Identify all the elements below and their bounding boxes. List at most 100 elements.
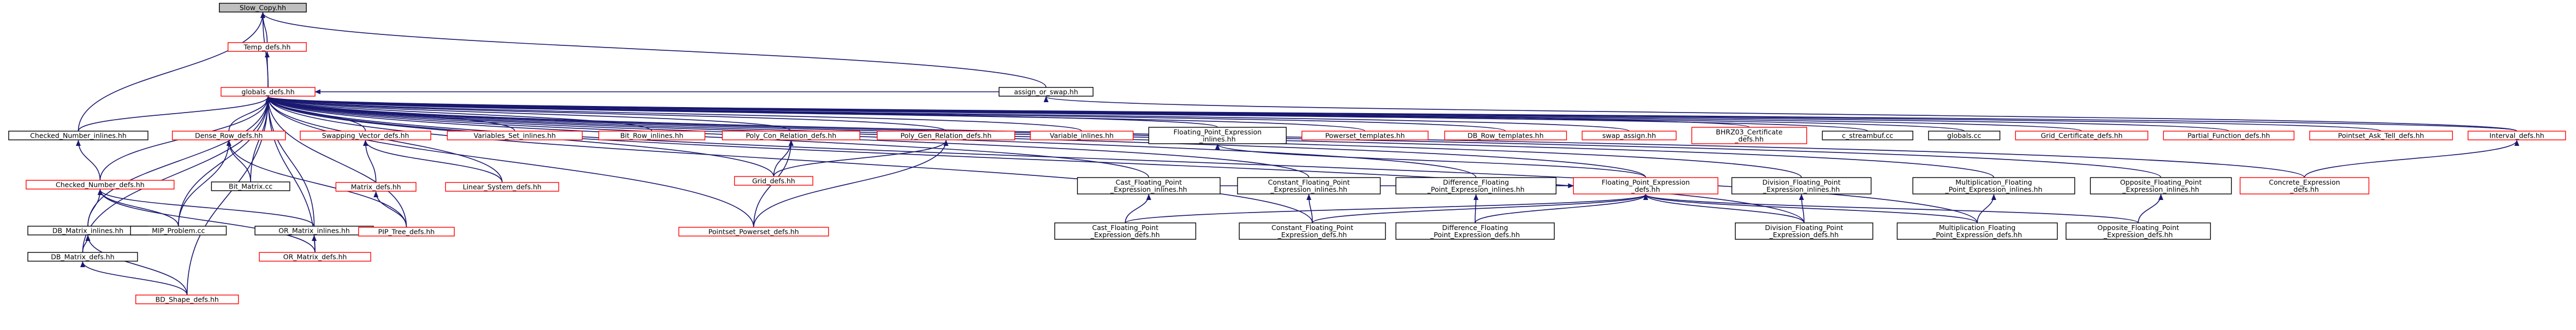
edge-checked_number_defs-to-checked_number_inlines: [75, 140, 101, 181]
node-difference_floating_point_expression_defs[interactable]: Difference_Floating_Point_Expression_def…: [1395, 222, 1555, 240]
node-label-dense_row_defs-line-0: Dense_Row_defs.hh: [195, 132, 263, 140]
node-swap_assign[interactable]: swap_assign.hh: [1581, 131, 1677, 140]
node-label-constant_floating_point_expression_inlines-line-1: _Expression_inlines.hh: [1270, 185, 1347, 193]
edge-or_matrix_defs-to-globals_defs: [265, 96, 316, 253]
edge-pointset_powerset_defs-to-poly_gen_relation_defs: [753, 140, 949, 228]
edge-concrete_expression_defs-to-interval_defs: [2304, 140, 2519, 178]
node-multiplication_floating_point_expression_inlines[interactable]: Multiplication_Floating_Point_Expression…: [1912, 177, 2075, 195]
edge-pip_tree_defs-to-globals_defs: [265, 96, 407, 228]
edge-division_floating_point_expression_defs-to-floating_point_expression_defs: [1643, 194, 1805, 223]
node-label-bhrz03_certificate_defs-line-0: BHRZ03_Certificate: [1716, 128, 1783, 136]
node-opposite_floating_point_expression_defs[interactable]: Opposite_Floating_Point_Expression_defs.…: [2066, 222, 2211, 240]
node-box-slow_copy: [219, 3, 307, 13]
node-pointset_ask_tell_defs[interactable]: Pointset_Ask_Tell_defs.hh: [2309, 131, 2453, 140]
node-concrete_expression_defs[interactable]: Concrete_Expression_defs.hh: [2239, 177, 2370, 195]
node-partial_function_defs[interactable]: Partial_Function_defs.hh: [2163, 131, 2295, 140]
node-c_streambuf[interactable]: c_streambuf.cc: [1822, 131, 1913, 140]
node-grid_certificate_defs[interactable]: Grid_Certificate_defs.hh: [2015, 131, 2149, 140]
node-bit_row_inlines[interactable]: Bit_Row_inlines.hh: [598, 131, 706, 140]
edge-or_matrix_inlines-to-checked_number_defs: [97, 189, 315, 227]
node-box-bd_shape_defs: [135, 294, 239, 304]
edge-floating_point_expression_defs-to-floating_point_expression_inlines: [1215, 144, 1646, 178]
node-box-db_row_templates: [1444, 131, 1567, 140]
node-db_row_templates[interactable]: DB_Row_templates.hh: [1444, 131, 1567, 140]
node-label-temp_defs-line-0: Temp_defs.hh: [243, 43, 290, 51]
node-mip_problem_cc[interactable]: MIP_Problem.cc: [130, 226, 227, 235]
edge-globals_defs-to-temp_defs: [264, 51, 270, 88]
node-linear_system_defs[interactable]: Linear_System_defs.hh: [445, 182, 560, 192]
node-floating_point_expression_inlines[interactable]: Floating_Point_Expression_inlines.hh: [1148, 127, 1287, 144]
node-db_matrix_inlines[interactable]: DB_Matrix_inlines.hh: [27, 226, 148, 235]
edge-mip_problem_cc-to-globals_defs: [178, 96, 271, 227]
node-box-partial_function_defs: [2163, 131, 2295, 140]
node-variable_inlines[interactable]: Variable_inlines.hh: [1030, 131, 1134, 140]
node-grid_defs[interactable]: Grid_defs.hh: [734, 176, 813, 186]
node-poly_con_relation_defs[interactable]: Poly_Con_Relation_defs.hh: [722, 131, 860, 140]
node-label-checked_number_inlines-line-0: Checked_Number_inlines.hh: [30, 132, 127, 140]
node-db_matrix_defs[interactable]: DB_Matrix_defs.hh: [27, 252, 138, 262]
node-division_floating_point_expression_inlines[interactable]: Division_Floating_Point_Expression_inlin…: [1731, 177, 1872, 195]
node-box-checked_number_defs: [26, 180, 175, 190]
node-label-constant_floating_point_expression_inlines-line-0: Constant_Floating_Point: [1268, 178, 1350, 186]
node-cast_floating_point_expression_defs[interactable]: Cast_Floating_Point_Expression_defs.hh: [1054, 222, 1197, 240]
node-label-difference_floating_point_expression_defs-line-0: Difference_Floating: [1442, 223, 1508, 232]
node-box-difference_floating_point_expression_inlines: [1395, 177, 1557, 195]
node-label-globals_defs-line-0: globals_defs.hh: [241, 88, 294, 96]
node-bd_shape_defs[interactable]: BD_Shape_defs.hh: [135, 294, 239, 304]
node-division_floating_point_expression_defs[interactable]: Division_Floating_Point_Expression_defs.…: [1735, 222, 1873, 240]
node-pip_tree_defs[interactable]: PIP_Tree_defs.hh: [358, 227, 455, 237]
edge-multiplication_floating_point_expression_defs-to-multiplication_floating_point_expression_inlines: [1977, 194, 1996, 223]
node-label-bhrz03_certificate_defs-line-1: _defs.hh: [1734, 135, 1764, 143]
node-matrix_defs[interactable]: Matrix_defs.hh: [335, 182, 417, 192]
edge-c_streambuf-to-globals_defs: [266, 96, 1869, 132]
node-powerset_templates[interactable]: Powerset_templates.hh: [1301, 131, 1429, 140]
node-globals_defs[interactable]: globals_defs.hh: [221, 87, 316, 97]
node-opposite_floating_point_expression_inlines[interactable]: Opposite_Floating_Point_Expression_inlin…: [2090, 177, 2232, 195]
edge-cast_floating_point_expression_defs-to-cast_floating_point_expression_inlines: [1125, 194, 1151, 223]
node-box-bit_row_inlines: [598, 131, 706, 140]
edge-mip_problem_cc-to-checked_number_defs: [97, 189, 179, 227]
node-label-matrix_defs-line-0: Matrix_defs.hh: [351, 183, 401, 191]
node-label-bd_shape_defs-line-0: BD_Shape_defs.hh: [156, 296, 219, 304]
node-label-opposite_floating_point_expression_inlines-line-0: Opposite_Floating_Point: [2120, 178, 2202, 186]
edge-multiplication_floating_point_expression_defs-to-floating_point_expression_defs: [1643, 194, 1978, 223]
node-label-division_floating_point_expression_defs-line-1: _Expression_defs.hh: [1769, 231, 1839, 239]
node-floating_point_expression_defs[interactable]: Floating_Point_Expression_defs.hh: [1573, 177, 1718, 195]
node-difference_floating_point_expression_inlines[interactable]: Difference_Floating_Point_Expression_inl…: [1395, 177, 1557, 195]
node-swapping_vector_defs[interactable]: Swapping_Vector_defs.hh: [300, 131, 431, 140]
node-bit_matrix_cc[interactable]: Bit_Matrix.cc: [211, 181, 290, 191]
node-label-variables_set_inlines-line-0: Variables_Set_inlines.hh: [474, 132, 556, 140]
node-bhrz03_certificate_defs[interactable]: BHRZ03_Certificate_defs.hh: [1691, 127, 1807, 144]
node-poly_gen_relation_defs[interactable]: Poly_Gen_Relation_defs.hh: [877, 131, 1015, 140]
edge-db_matrix_defs-to-globals_defs: [82, 96, 271, 253]
node-checked_number_defs[interactable]: Checked_Number_defs.hh: [26, 180, 175, 190]
edge-linear_system_defs-to-swapping_vector_defs: [363, 140, 503, 183]
node-constant_floating_point_expression_inlines[interactable]: Constant_Floating_Point_Expression_inlin…: [1237, 177, 1381, 195]
node-interval_defs[interactable]: Interval_defs.hh: [2467, 131, 2566, 140]
node-assign_or_swap[interactable]: assign_or_swap.hh: [998, 87, 1094, 97]
node-multiplication_floating_point_expression_defs[interactable]: Multiplication_Floating_Point_Expression…: [1896, 222, 2058, 240]
node-pointset_powerset_defs[interactable]: Pointset_Powerset_defs.hh: [678, 227, 829, 237]
node-box-dense_row_defs: [171, 131, 286, 140]
edge-bd_shape_defs-to-db_matrix_defs: [80, 261, 188, 296]
node-or_matrix_defs[interactable]: OR_Matrix_defs.hh: [259, 252, 371, 262]
node-checked_number_inlines[interactable]: Checked_Number_inlines.hh: [8, 131, 148, 140]
node-globals_cc[interactable]: globals.cc: [1928, 131, 2001, 140]
edge-pointset_powerset_defs-to-globals_defs: [265, 96, 754, 228]
node-box-mip_problem_cc: [130, 226, 227, 235]
node-or_matrix_inlines[interactable]: OR_Matrix_inlines.hh: [254, 226, 374, 235]
node-box-or_matrix_defs: [259, 252, 371, 262]
node-cast_floating_point_expression_inlines[interactable]: Cast_Floating_Point_Expression_inlines.h…: [1076, 177, 1221, 195]
node-label-multiplication_floating_point_expression_defs-line-0: Multiplication_Floating: [1939, 223, 2015, 232]
node-dense_row_defs[interactable]: Dense_Row_defs.hh: [171, 131, 286, 140]
edge-constant_floating_point_expression_defs-to-floating_point_expression_defs: [1312, 194, 1648, 223]
node-variables_set_inlines[interactable]: Variables_Set_inlines.hh: [447, 131, 583, 140]
node-box-matrix_defs: [335, 182, 417, 192]
node-box-pip_tree_defs: [358, 227, 455, 237]
node-constant_floating_point_expression_defs[interactable]: Constant_Floating_Point_Expression_defs.…: [1239, 222, 1386, 240]
node-temp_defs[interactable]: Temp_defs.hh: [227, 42, 307, 52]
node-box-pointset_ask_tell_defs: [2309, 131, 2453, 140]
node-box-division_floating_point_expression_inlines: [1731, 177, 1872, 195]
node-label-db_matrix_defs-line-0: DB_Matrix_defs.hh: [51, 253, 114, 261]
